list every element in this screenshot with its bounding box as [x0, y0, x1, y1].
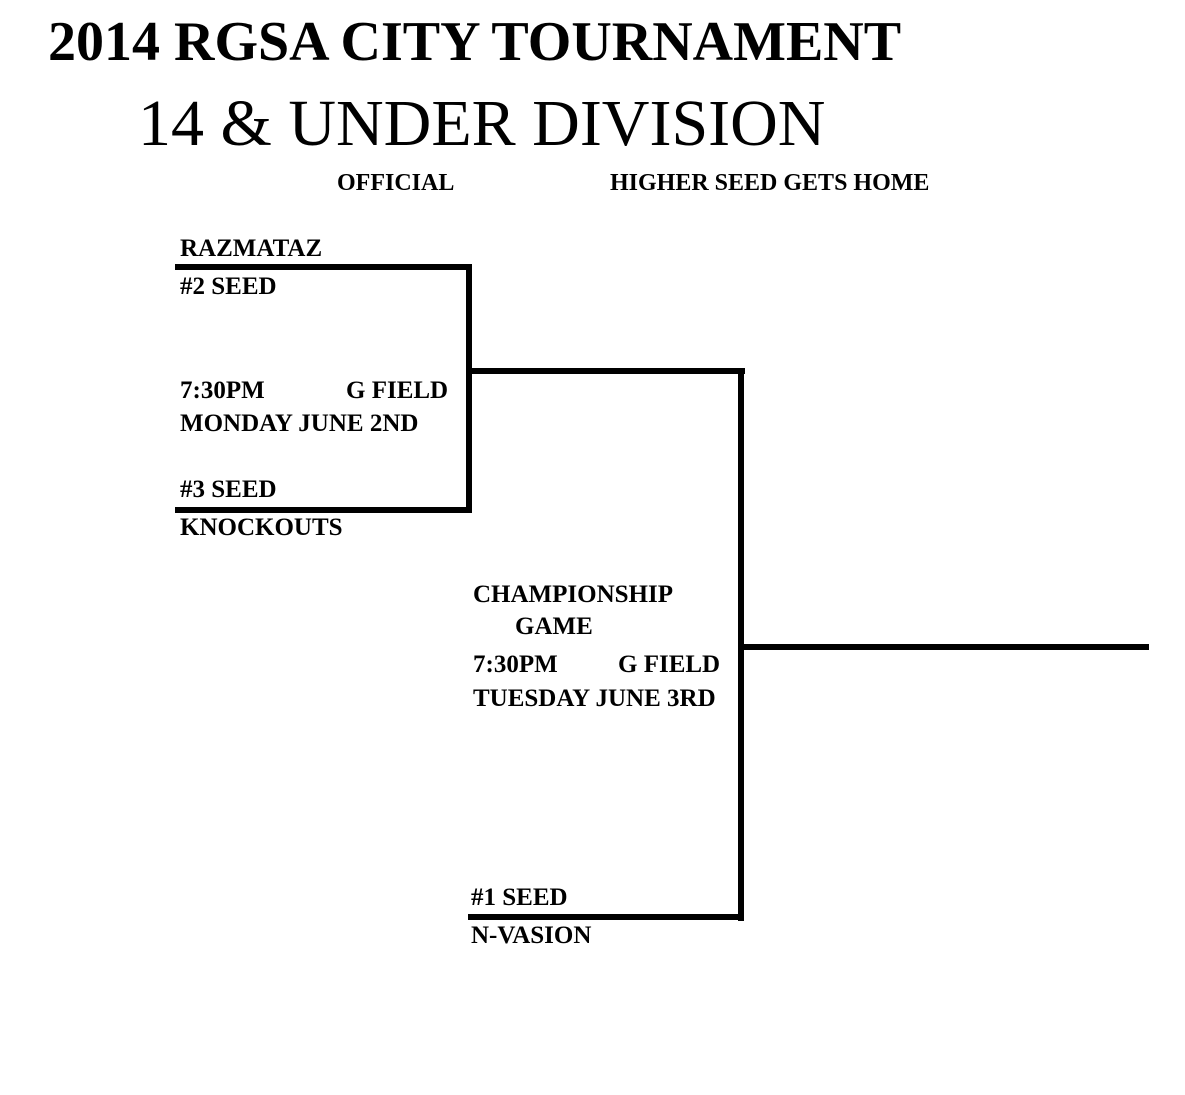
championship-label: CHAMPIONSHIP: [473, 581, 673, 608]
champion-line: [741, 644, 1149, 650]
game1-top-team: RAZMATAZ: [180, 235, 323, 262]
championship-date: TUESDAY JUNE 3RD: [473, 685, 716, 712]
championship-game-label: GAME: [515, 613, 593, 640]
championship-time: 7:30PM: [473, 651, 558, 678]
page-title: 2014 RGSA CITY TOURNAMENT: [48, 11, 902, 73]
seed1-team-line: [468, 914, 744, 920]
championship-field: G FIELD: [618, 651, 721, 678]
game1-winner-line: [469, 368, 745, 374]
game1-field: G FIELD: [346, 377, 449, 404]
game1-time: 7:30PM: [180, 377, 265, 404]
game1-bottom-seed: #3 SEED: [180, 476, 277, 503]
game1-date: MONDAY JUNE 2ND: [180, 410, 419, 437]
official-label: OFFICIAL: [337, 170, 455, 196]
game1-vertical-connector: [466, 264, 472, 513]
division-subtitle: 14 & UNDER DIVISION: [138, 87, 826, 160]
home-rule-label: HIGHER SEED GETS HOME: [610, 170, 930, 196]
seed1-team: N-VASION: [471, 922, 592, 949]
game1-bottom-team: KNOCKOUTS: [180, 514, 343, 541]
game1-bottom-team-line: [175, 507, 472, 513]
game1-top-seed: #2 SEED: [180, 273, 277, 300]
game1-top-team-line: [175, 264, 472, 270]
seed1-label: #1 SEED: [471, 884, 568, 911]
